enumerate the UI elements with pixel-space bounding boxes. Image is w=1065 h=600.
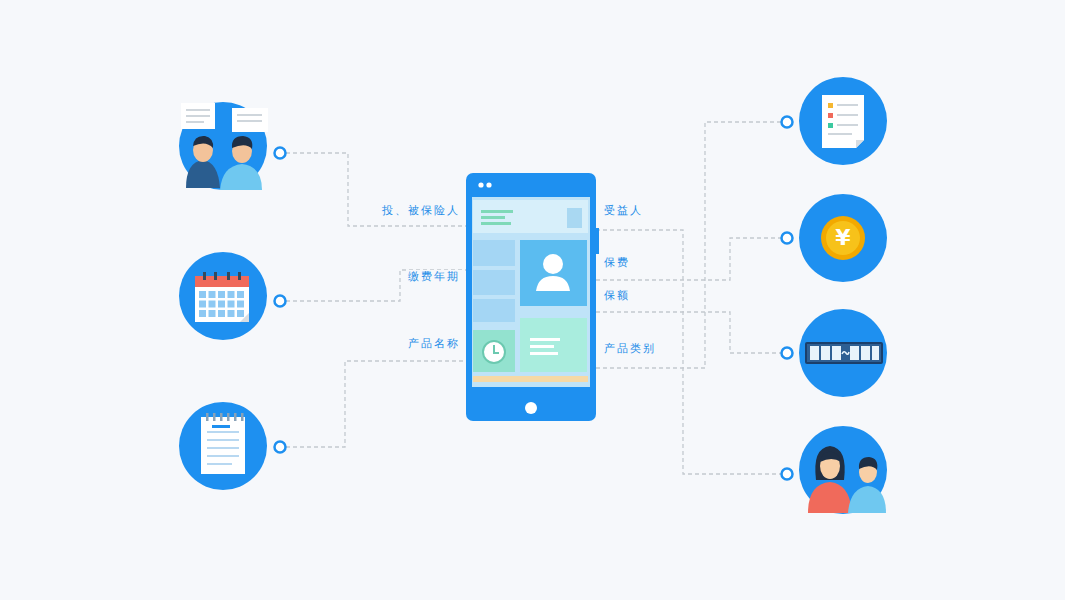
calendar-cell	[209, 310, 216, 317]
calendar-cell	[237, 291, 244, 298]
field-label: 保费	[602, 256, 632, 270]
calendar-cell	[228, 310, 235, 317]
currency-symbol: ¥	[828, 226, 858, 250]
calendar-cell	[228, 301, 235, 308]
calendar-cell	[199, 310, 206, 317]
calendar-icon	[195, 272, 249, 322]
field-label: 投、被保险人	[380, 204, 462, 218]
phone	[466, 173, 599, 421]
calendar-cell	[199, 291, 206, 298]
coin-icon	[821, 216, 865, 260]
field-label: 产品类别	[602, 342, 658, 356]
field-label: 产品名称	[406, 337, 462, 351]
calendar-cell	[218, 301, 225, 308]
document-icon	[822, 95, 864, 148]
counter-icon	[805, 342, 883, 364]
calendar-cell	[218, 291, 225, 298]
calendar-cell	[228, 291, 235, 298]
calendar-cell	[218, 310, 225, 317]
leader-lines	[286, 122, 781, 474]
people-icon	[181, 103, 268, 190]
calendar-cell	[237, 310, 244, 317]
icon-circles	[179, 77, 887, 514]
calendar-cell	[237, 301, 244, 308]
field-label: 受益人	[602, 204, 645, 218]
markers	[275, 117, 793, 480]
field-label: 保额	[602, 289, 632, 303]
calendar-cell	[209, 301, 216, 308]
notepad-icon	[201, 413, 245, 474]
calendar-cell	[199, 301, 206, 308]
calendar-cell	[209, 291, 216, 298]
field-label: 缴费年期	[406, 270, 462, 284]
couple-icon	[808, 446, 886, 513]
